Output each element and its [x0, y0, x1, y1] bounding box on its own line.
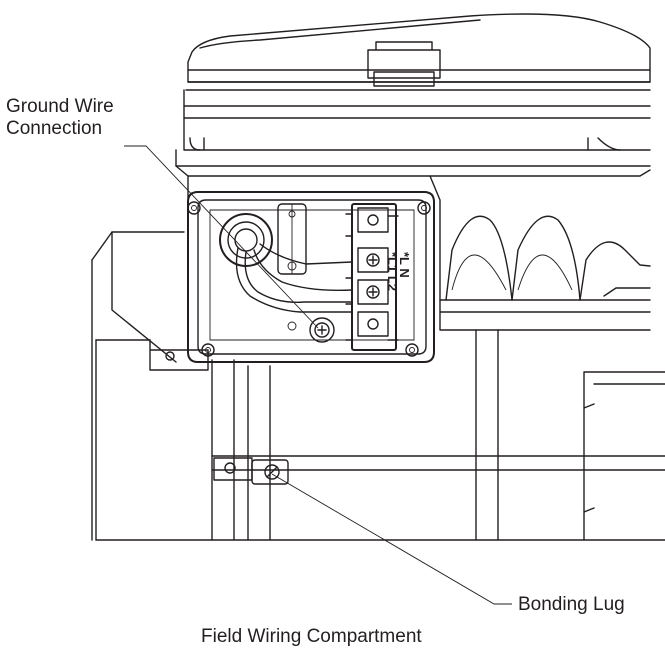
ground-wire-label-line2: Connection	[6, 118, 103, 139]
bonding-lug-label: Bonding Lug	[518, 594, 625, 615]
terminal-block	[345, 203, 399, 351]
terminal-mark-l1-l2: *L1 L2	[385, 252, 400, 291]
bonding-lug	[251, 459, 289, 485]
diagram-caption: Field Wiring Compartment	[201, 626, 422, 647]
terminal-mark-l-n: *L N	[397, 252, 412, 278]
bonding-lug-plate	[213, 457, 253, 481]
enclosure-body	[175, 89, 651, 331]
pump-frame	[91, 231, 665, 541]
junction-box: *L N *L1 L2	[187, 191, 435, 363]
cover-lid	[185, 13, 651, 91]
bonding-lug-leader	[271, 473, 512, 605]
ground-wire-label-line1: Ground Wire	[6, 96, 114, 117]
ground-wire-label: Ground Wire Connection	[6, 96, 114, 140]
ground-screw	[309, 317, 335, 343]
ground-wire-leader	[124, 145, 319, 329]
